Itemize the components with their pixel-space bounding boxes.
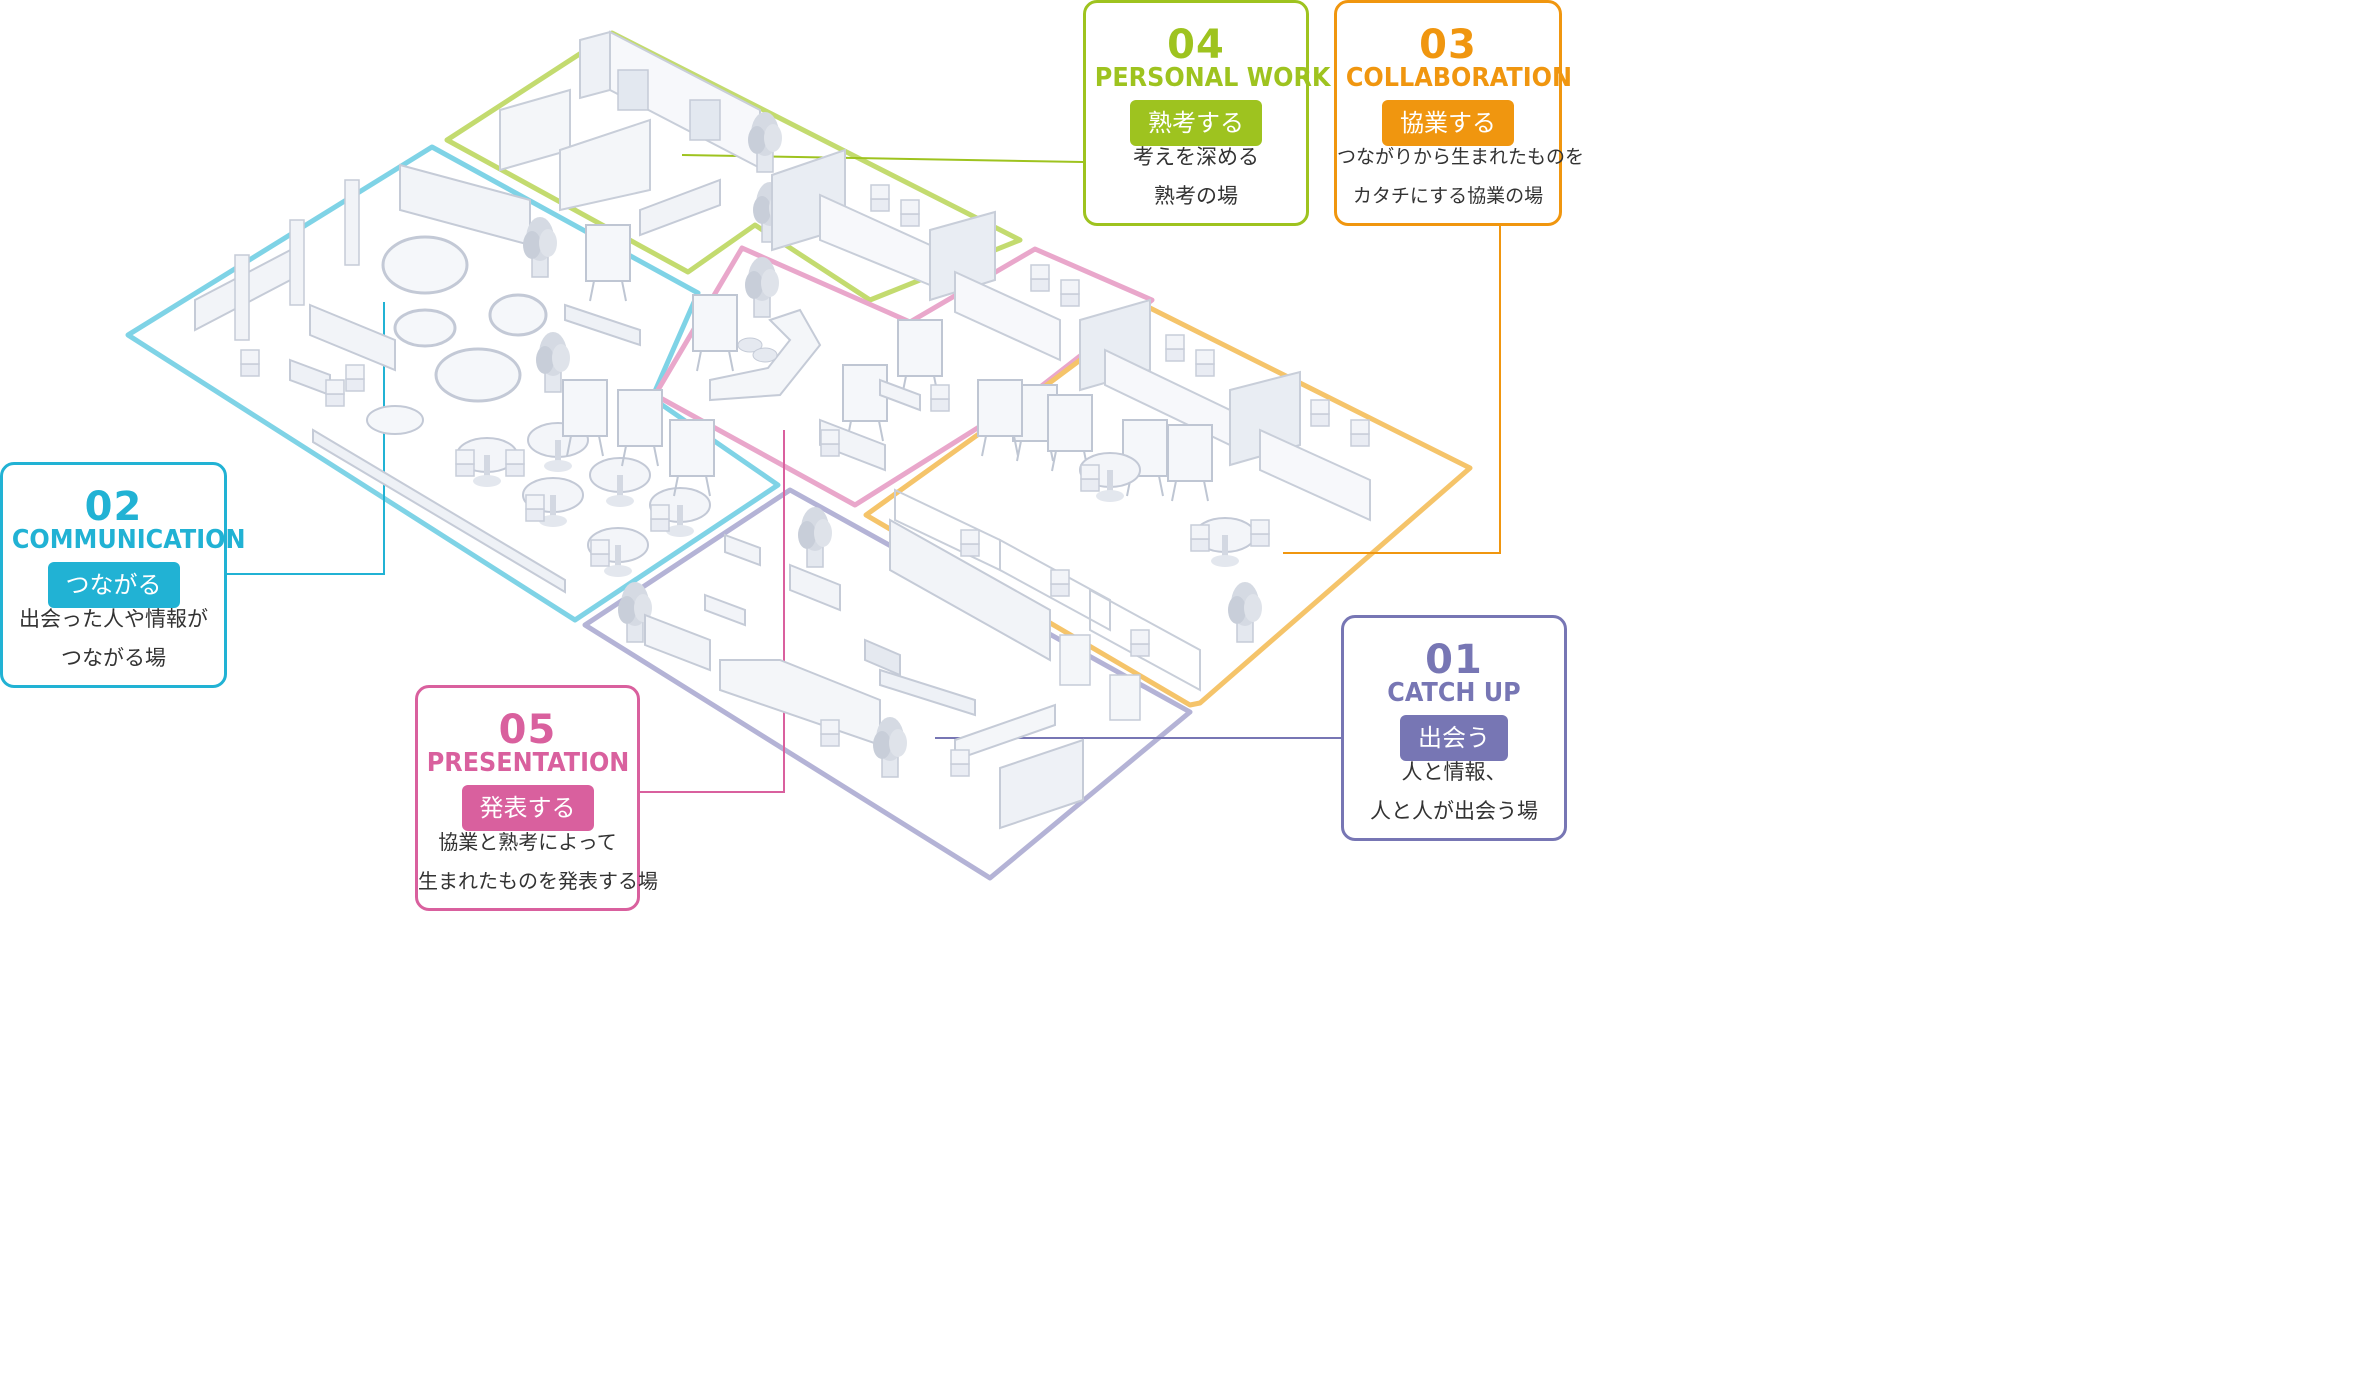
leader-collaboration <box>1283 225 1501 554</box>
zone-number: 04 <box>1167 22 1225 68</box>
zone-tag: 出会う <box>1400 715 1508 761</box>
personal-work-furniture <box>499 30 996 302</box>
catch-up-outline <box>582 487 1193 881</box>
zone-description-line: つながる場 <box>61 646 166 670</box>
zone-title: PRESENTATION <box>426 748 630 778</box>
zone-number: 01 <box>1425 637 1483 683</box>
zone-card-catch-up: 01 CATCH UP 出会う 人と情報、 人と人が出会う場 <box>1341 615 1567 841</box>
zone-description: つながりから生まれたものを カタチにする協業の場 <box>1337 138 1585 216</box>
zone-description: 協業と熟考によって 生まれたものを発表する場 <box>418 823 658 901</box>
presentation-furniture <box>692 256 950 472</box>
leader-communication <box>226 302 385 575</box>
zone-description-line: 人と人が出会う場 <box>1370 799 1538 823</box>
zone-card-presentation: 05 PRESENTATION 発表する 協業と熟考によって 生まれたものを発表… <box>415 685 658 911</box>
communication-furniture <box>194 163 715 594</box>
zone-tag: つながる <box>47 562 180 608</box>
zone-description-line: カタチにする協業の場 <box>1352 185 1544 207</box>
zone-title: PERSONAL WORK <box>1094 63 1331 93</box>
zone-title: COLLABORATION <box>1345 63 1572 93</box>
leader-presentation <box>638 430 785 793</box>
zone-description-line: つながりから生まれたものを <box>1337 146 1585 168</box>
zone-card-communication: 02 COMMUNICATION つながる 出会った人や情報が つながる場 <box>0 462 246 688</box>
collaboration-furniture <box>954 264 1371 643</box>
zone-description-line: 熟考の場 <box>1154 184 1238 208</box>
zone-card-collaboration: 03 COLLABORATION 協業する つながりから生まれたものを カタチに… <box>1334 0 1585 226</box>
zone-description: 人と情報、 人と人が出会う場 <box>1344 753 1564 831</box>
zone-description-line: 人と情報、 <box>1401 760 1507 784</box>
zone-card-personal-work: 04 PERSONAL WORK 熟考する 考えを深める 熟考の場 <box>1083 0 1331 226</box>
zone-title: COMMUNICATION <box>11 525 246 555</box>
presentation-outline <box>652 245 1155 508</box>
zone-tag: 発表する <box>461 785 594 831</box>
zone-description-line: 協業と熟考によって <box>438 830 617 854</box>
zone-description-line: 生まれたものを発表する場 <box>418 869 658 893</box>
zone-description-line: 考えを深める <box>1133 145 1259 169</box>
zone-description-line: 出会った人や情報が <box>19 607 208 631</box>
catch-up-furniture <box>617 488 1201 830</box>
zone-number: 05 <box>498 707 557 753</box>
zone-tag: 協業する <box>1382 100 1514 146</box>
zone-tag: 熟考する <box>1130 100 1262 146</box>
zone-number: 03 <box>1419 22 1477 68</box>
zone-number: 02 <box>84 484 143 530</box>
zone-description: 考えを深める 熟考の場 <box>1086 138 1306 216</box>
zone-description: 出会った人や情報が つながる場 <box>3 600 224 678</box>
zone-title: CATCH UP <box>1387 678 1521 708</box>
